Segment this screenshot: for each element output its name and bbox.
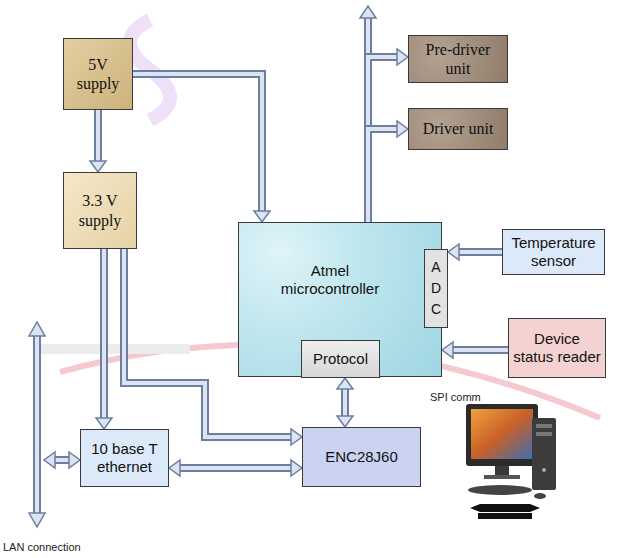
connector-arrow [337, 378, 353, 427]
arrow-head [96, 418, 112, 429]
arrow-head [397, 121, 408, 137]
arrow-head [448, 244, 459, 260]
protocol-box: Protocol [301, 340, 380, 378]
connector-fill [96, 110, 100, 161]
unit-box: Driver unit [408, 108, 508, 150]
connector-fill [102, 249, 106, 418]
node-text: 5V supply [68, 55, 128, 93]
connector-label: LAN connection [3, 541, 81, 553]
supply-box: 3.3 V supply [63, 172, 137, 249]
node-text: 3.3 V supply [68, 191, 132, 229]
sensor-box: Temperature sensor [502, 229, 605, 275]
computer-illustration [466, 404, 556, 519]
connector-arrow [368, 49, 408, 222]
adc-box: A D C [424, 249, 448, 328]
node-text: 10 base T ethernet [85, 440, 164, 476]
connector-arrow [368, 121, 408, 222]
node-text: Protocol [313, 350, 368, 368]
arrow-head [397, 49, 408, 65]
node-text: Pre-driver unit [413, 40, 503, 78]
unit-box: Pre-driver unit [408, 35, 508, 83]
node-text: A D C [429, 257, 443, 320]
arrow-head [169, 460, 180, 476]
ethernet-box: 10 base T ethernet [80, 429, 169, 487]
connector-arrow [448, 244, 502, 260]
connector-fill [133, 74, 262, 211]
connector-fill [180, 466, 291, 470]
arrow-head [291, 460, 302, 476]
connector-outline [453, 346, 508, 354]
signal-label: SPI comm [430, 391, 481, 403]
connector-outline [368, 129, 397, 222]
connector-outline [133, 74, 262, 211]
connector-arrow [133, 74, 270, 222]
connector-arrow [442, 342, 508, 358]
node-text: Device status reader [513, 330, 601, 366]
connector-arrow [90, 110, 106, 172]
arrow-head [90, 161, 106, 172]
arrow-head [442, 342, 453, 358]
supply-box: 5V supply [63, 38, 133, 110]
node-text: Atmel microcontroller [260, 262, 400, 298]
node-text: ENC28J60 [325, 448, 398, 466]
arrow-head [337, 378, 353, 389]
node-text: Temperature sensor [507, 234, 600, 270]
connector-fill [368, 57, 397, 222]
connector-fill [453, 348, 508, 352]
connector-arrow [96, 249, 112, 429]
node-text: Driver unit [423, 119, 494, 138]
lan-wire [29, 322, 80, 527]
connector-fill [343, 389, 347, 416]
connector-outline [180, 464, 291, 472]
connector-fill [459, 250, 502, 254]
connector-outline [100, 249, 108, 418]
arrow-head [337, 416, 353, 427]
arrow-head [254, 211, 270, 222]
connector-fill [368, 129, 397, 222]
arrow-head [291, 429, 302, 445]
reader-box: Device status reader [508, 318, 606, 378]
microcontroller-box: Atmel microcontroller A D C Protocol [238, 222, 442, 377]
bus-wire [360, 6, 376, 60]
connector-outline [94, 110, 102, 161]
connector-outline [459, 248, 502, 256]
controller-box: ENC28J60 [302, 427, 421, 487]
connector-outline [368, 57, 397, 222]
connector-arrow [169, 460, 302, 476]
watermark-bar [40, 344, 190, 354]
connector-outline [341, 389, 349, 416]
